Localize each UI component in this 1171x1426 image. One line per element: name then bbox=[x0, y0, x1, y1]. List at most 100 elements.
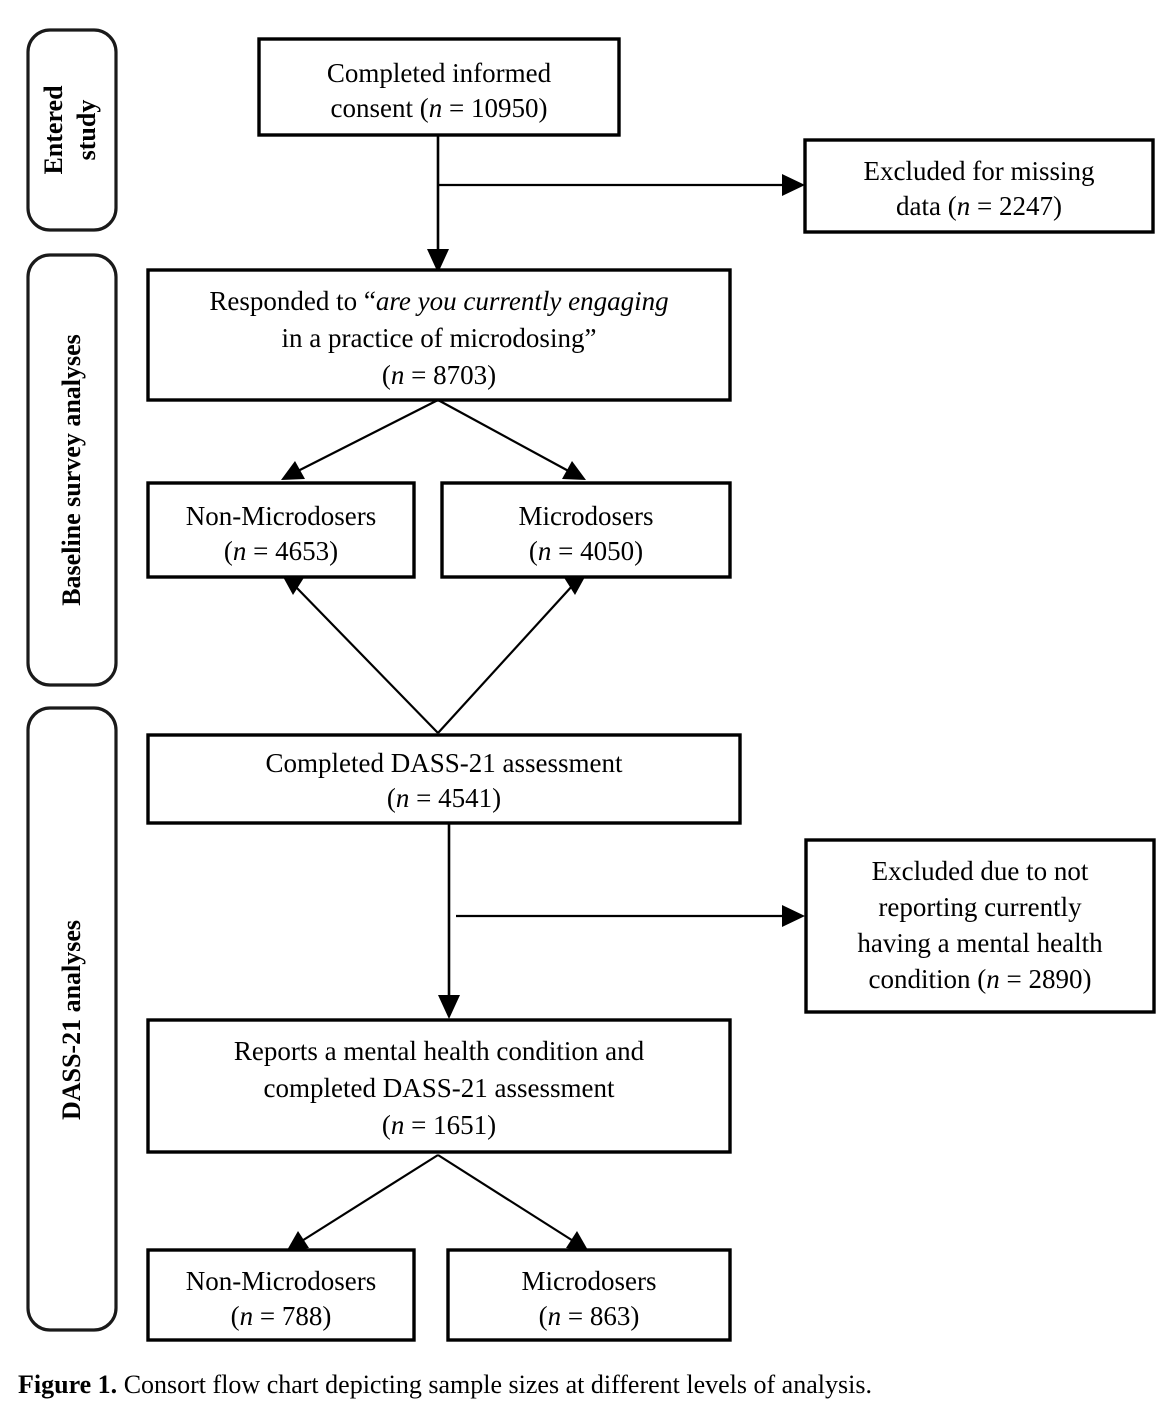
figure-caption-label: Figure 1. bbox=[18, 1370, 118, 1399]
stage-bracket-rect bbox=[26, 28, 118, 232]
stage-label-baseline-survey-analyses: Baseline survey analyses bbox=[57, 334, 86, 606]
node-completed-dass21-assessment: Completed DASS-21 assessment (n = 4541) bbox=[146, 733, 742, 825]
node-text-line3-pre: ( bbox=[382, 1110, 391, 1140]
node-box bbox=[440, 481, 732, 579]
node-text-line1: Reports a mental health condition and bbox=[234, 1036, 645, 1066]
node-responded-microdosing-question: Responded to “are you currently engaging… bbox=[146, 268, 732, 402]
node-text-line2-post: = 863) bbox=[561, 1301, 639, 1331]
connector-consent-to-responded bbox=[427, 134, 449, 273]
node-text-line4-post: = 2890) bbox=[1000, 964, 1092, 994]
node-excluded-for-missing-data: Excluded for missing data (n = 2247) bbox=[803, 138, 1155, 234]
figure-caption-text: Consort flow chart depicting sample size… bbox=[123, 1370, 872, 1399]
node-text-line2-n: n bbox=[396, 783, 410, 813]
stage-bracket-dass21-analyses: DASS-21 analyses bbox=[26, 706, 118, 1332]
node-text-line3: (n = 1651) bbox=[382, 1110, 496, 1140]
node-text-line2: (n = 4541) bbox=[387, 783, 501, 813]
node-text-line3: having a mental health bbox=[857, 928, 1103, 958]
node-text-line2-pre: consent ( bbox=[331, 93, 429, 123]
stage-label-entered-study-line1: Entered bbox=[39, 85, 68, 175]
node-text-line1: Non-Microdosers bbox=[186, 1266, 376, 1296]
node-text-line2-pre: ( bbox=[387, 783, 396, 813]
node-text-line2-n: n bbox=[429, 93, 443, 123]
node-box bbox=[146, 1248, 416, 1342]
node-text-line1: Microdosers bbox=[519, 501, 654, 531]
node-text-line2-post: = 2247) bbox=[970, 191, 1062, 221]
node-text-line1: Completed informed bbox=[327, 58, 552, 88]
node-text-line3-post: = 8703) bbox=[404, 360, 496, 390]
node-text-line3: (n = 8703) bbox=[382, 360, 496, 390]
node-box bbox=[257, 37, 621, 137]
arrowhead-diagonal-up-left bbox=[282, 575, 305, 595]
node-text-line2-pre: ( bbox=[539, 1301, 548, 1331]
arrowhead-right bbox=[782, 174, 805, 196]
node-text-line2-n: n bbox=[548, 1301, 562, 1331]
node-text-line1: Excluded due to not bbox=[872, 856, 1089, 886]
node-text-line2-post: = 4653) bbox=[246, 536, 338, 566]
node-text-line2-n: n bbox=[233, 536, 247, 566]
connector-dass-to-reports bbox=[438, 822, 460, 1019]
figure-caption: Figure 1. Consort flow chart depicting s… bbox=[18, 1368, 1158, 1402]
arrowhead-down bbox=[438, 995, 460, 1019]
node-text-line2: (n = 863) bbox=[539, 1301, 640, 1331]
node-text-line4-n: n bbox=[986, 964, 1000, 994]
connector-consent-to-excluded-missing bbox=[438, 174, 805, 196]
node-text-line1-plain: Responded to “ bbox=[209, 286, 375, 316]
node-text-line2-n: n bbox=[957, 191, 971, 221]
node-reports-condition-and-dass21: Reports a mental health condition and co… bbox=[146, 1018, 732, 1154]
node-box bbox=[803, 138, 1155, 234]
arrowhead-diagonal-left bbox=[286, 1231, 309, 1252]
node-text-line2: reporting currently bbox=[878, 892, 1082, 922]
node-microdosers-dass21: Microdosers (n = 863) bbox=[446, 1248, 732, 1342]
arrowhead-down bbox=[427, 249, 449, 273]
node-text-line2-post: = 788) bbox=[253, 1301, 331, 1331]
arrowhead-right bbox=[782, 905, 805, 927]
node-text-line2: in a practice of microdosing” bbox=[282, 323, 597, 353]
node-text-line2-pre: ( bbox=[231, 1301, 240, 1331]
node-text-line1-italic: are you currently engaging bbox=[376, 286, 669, 316]
node-text-line2-post: = 4050) bbox=[551, 536, 643, 566]
node-text-line2-n: n bbox=[538, 536, 552, 566]
node-text-line1: Non-Microdosers bbox=[186, 501, 376, 531]
node-text-line3-pre: ( bbox=[382, 360, 391, 390]
arrowhead-diagonal-right bbox=[566, 1231, 589, 1252]
node-box bbox=[446, 1248, 732, 1342]
node-text-line2-pre: data ( bbox=[896, 191, 957, 221]
connector-dass-to-excluded-condition bbox=[456, 905, 805, 927]
stage-bracket-baseline-survey-analyses: Baseline survey analyses bbox=[26, 253, 118, 687]
node-text-line2-post: = 4541) bbox=[409, 783, 501, 813]
node-text-line2: (n = 788) bbox=[231, 1301, 332, 1331]
node-box bbox=[146, 481, 416, 579]
connector-reports-to-microdosers bbox=[437, 1154, 589, 1252]
node-text-line2-pre: ( bbox=[529, 536, 538, 566]
connector-dass-to-non-microdosers bbox=[282, 575, 439, 734]
flow-chart-svg: Entered study Baseline survey analyses D… bbox=[26, 28, 1156, 1342]
node-text-line4: condition (n = 2890) bbox=[869, 964, 1092, 994]
stage-bracket-rect bbox=[26, 253, 118, 687]
connector-dass-to-microdosers bbox=[437, 575, 586, 734]
stage-bracket-rect bbox=[26, 706, 118, 1332]
node-text-line2-pre: ( bbox=[224, 536, 233, 566]
arrowhead-diagonal-up-right bbox=[563, 575, 586, 595]
node-microdosers-baseline: Microdosers (n = 4050) bbox=[440, 481, 732, 579]
node-text-line1: Excluded for missing bbox=[864, 156, 1095, 186]
node-non-microdosers-dass21: Non-Microdosers (n = 788) bbox=[146, 1248, 416, 1342]
node-text-line1: Responded to “are you currently engaging bbox=[209, 286, 668, 316]
arrowhead-diagonal-left bbox=[281, 461, 305, 480]
stage-label-entered-study-line2: study bbox=[72, 100, 101, 161]
node-completed-informed-consent: Completed informed consent (n = 10950) bbox=[257, 37, 621, 137]
node-text-line3-post: = 1651) bbox=[404, 1110, 496, 1140]
node-text-line2-post: = 10950) bbox=[442, 93, 547, 123]
connector-responded-to-non-microdosers bbox=[281, 399, 439, 480]
node-text-line3-n: n bbox=[391, 360, 405, 390]
node-text-line2-n: n bbox=[240, 1301, 254, 1331]
node-box bbox=[804, 838, 1156, 1014]
node-text-line1: Completed DASS-21 assessment bbox=[266, 748, 623, 778]
node-box bbox=[146, 733, 742, 825]
connector-reports-to-non-microdosers bbox=[286, 1154, 439, 1252]
arrowhead-diagonal-right bbox=[562, 461, 586, 480]
node-text-line1: Microdosers bbox=[522, 1266, 657, 1296]
node-text-line2: data (n = 2247) bbox=[896, 191, 1062, 221]
node-box bbox=[146, 268, 732, 402]
stage-bracket-entered-study: Entered study bbox=[26, 28, 118, 232]
